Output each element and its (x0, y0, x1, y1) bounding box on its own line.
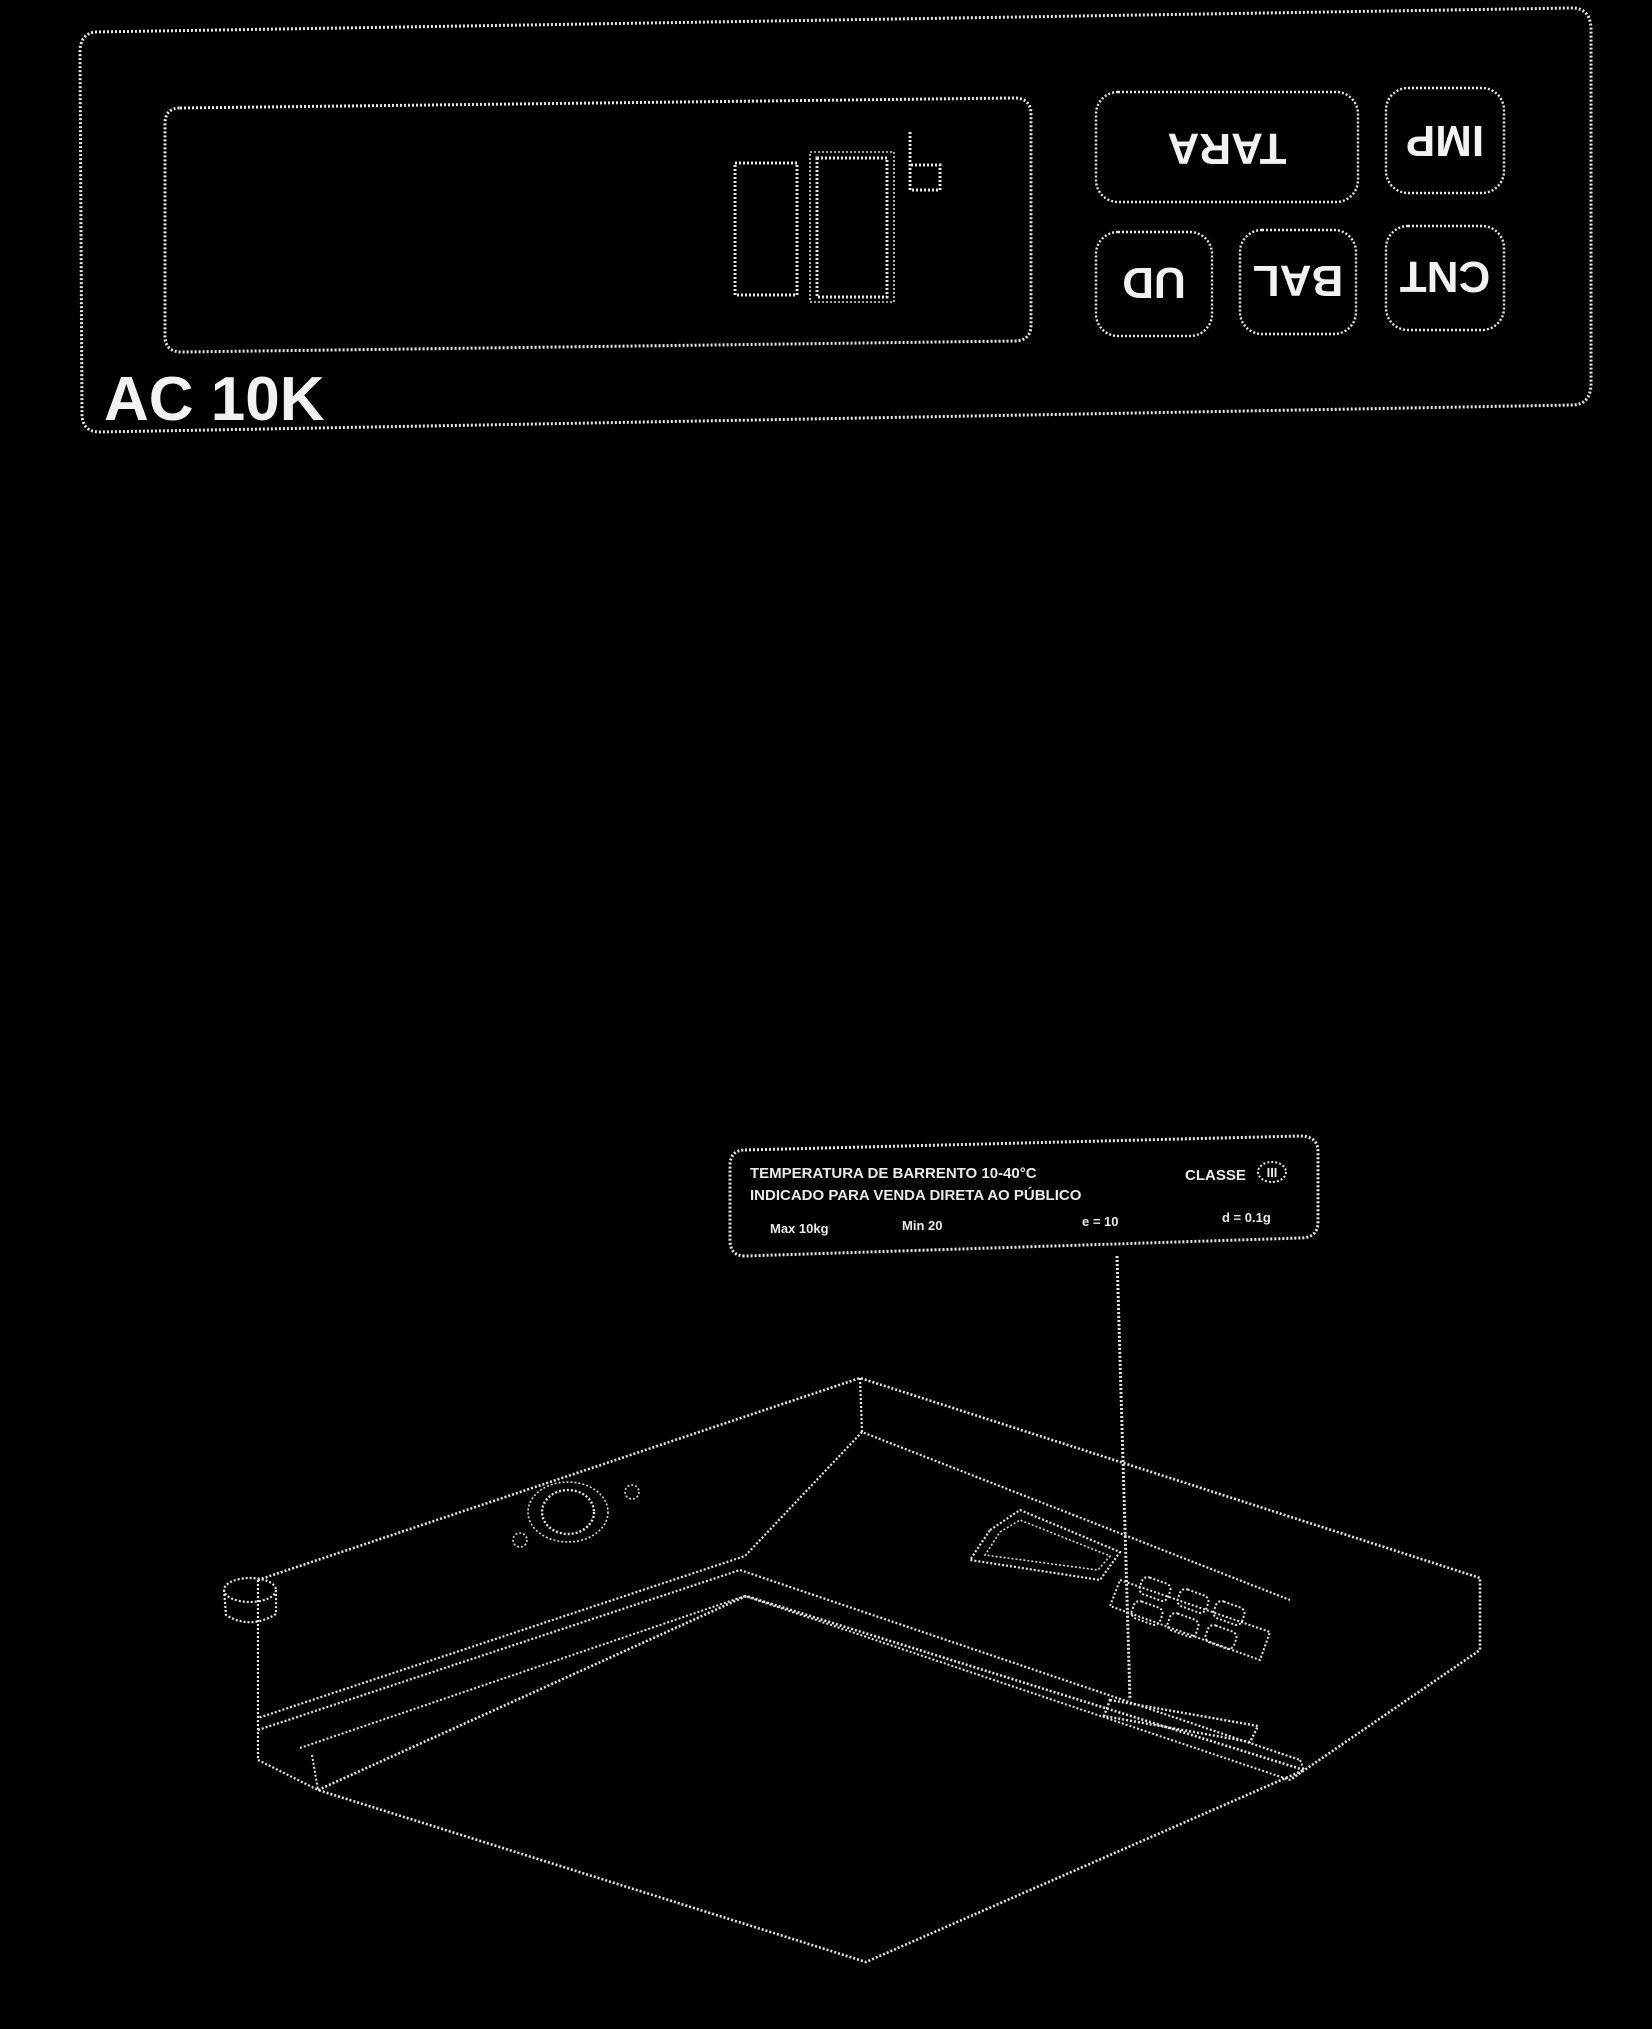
plate-class: CLASSE (1185, 1167, 1246, 1184)
scale-label-plate (1102, 1698, 1260, 1744)
level-bubble (512, 1481, 640, 1548)
plate-line-2: INDICADO PARA VENDA DIRETA AO PÚBLICO (750, 1186, 1082, 1204)
leveling-foot (222, 1576, 278, 1624)
imp-button[interactable]: IMP (1384, 86, 1506, 195)
label-plate: TEMPERATURA DE BARRENTO 10-40°C INDICADO… (728, 1134, 1320, 1258)
scale-keypad (1108, 1576, 1272, 1662)
scale-top (257, 1376, 1482, 1782)
cnt-button[interactable]: CNT (1384, 224, 1506, 332)
cnt-label: CNT (1400, 252, 1491, 301)
display-window (163, 96, 1033, 354)
scale-illustration (222, 1376, 1482, 1964)
ud-label: UD (1122, 258, 1186, 307)
scale-display (968, 1508, 1122, 1582)
imp-label: IMP (1406, 116, 1484, 165)
control-panel: TARA IMP UD BAL CNT AC 10K (78, 6, 1593, 434)
leader-line (1115, 1255, 1132, 1701)
ud-button[interactable]: UD (1094, 230, 1214, 338)
plate-e: e = 10 (1082, 1214, 1119, 1229)
bal-label: BAL (1253, 256, 1343, 305)
display-digits (733, 132, 942, 303)
plate-max: Max 10kg (770, 1221, 829, 1236)
digit-right (815, 156, 889, 299)
tara-button[interactable]: TARA (1094, 90, 1360, 204)
panel-outline (78, 6, 1593, 434)
tara-label: TARA (1168, 124, 1287, 173)
plate-d: d = 0.1g (1222, 1210, 1271, 1225)
digit-left (733, 161, 799, 297)
plate-line-1: TEMPERATURA DE BARRENTO 10-40°C (750, 1165, 1037, 1182)
bal-button[interactable]: BAL (1238, 228, 1358, 336)
scale-platform (314, 1594, 1308, 1964)
unit-indicator (908, 132, 942, 192)
plate-min: Min 20 (902, 1218, 942, 1233)
model-name: AC 10K (104, 365, 325, 434)
svg-text:III: III (1267, 1165, 1278, 1180)
class-mark-icon: III (1257, 1161, 1287, 1183)
